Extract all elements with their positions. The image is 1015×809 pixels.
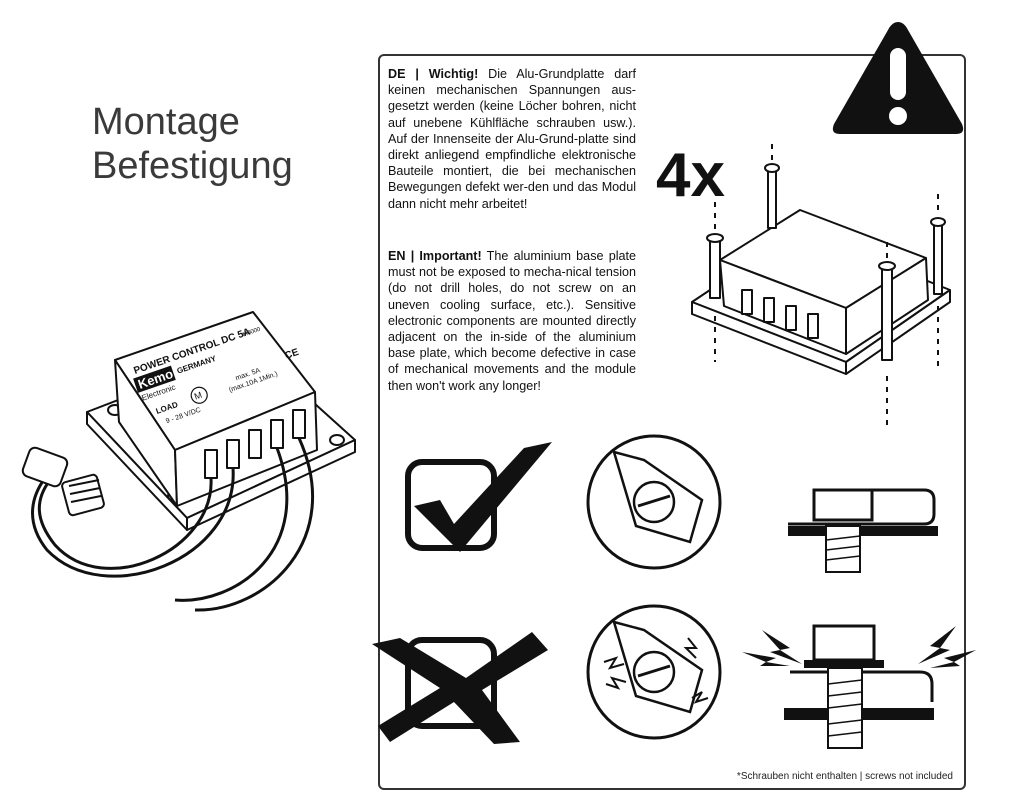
de-body: Die Alu-Grundplatte darf keinen mechanis… — [388, 67, 636, 211]
ce-mark: CE — [284, 347, 301, 362]
side-section-ok-illustration — [788, 488, 938, 573]
product-illustration: POWER CONTROL DC 5A Kemo GERMANY Electro… — [21, 311, 356, 612]
correct-check-icon — [405, 442, 552, 552]
title-line-2: Befestigung — [92, 145, 293, 187]
side-section-stress-illustration — [742, 624, 976, 749]
title-line-1: Montage — [92, 101, 240, 143]
en-prefix: EN | Important! — [388, 249, 482, 263]
screw-head-ok-illustration — [586, 434, 722, 570]
page-title: Montage Befestigung — [92, 100, 293, 188]
motor-symbol: M — [193, 390, 203, 402]
wrong-cross-icon — [372, 632, 548, 744]
warning-triangle-icon — [832, 22, 964, 134]
screw-count: 4x — [656, 141, 725, 210]
de-prefix: DE | Wichtig! — [388, 67, 479, 81]
warning-panel — [378, 54, 966, 790]
warning-text-de: DE | Wichtig! Die Alu-Grundplatte darf k… — [388, 66, 636, 212]
screw-mounting-diagram: 4x — [656, 141, 951, 428]
screw-head-stress-illustration — [586, 604, 722, 740]
warning-text-en: EN | Important! The aluminium base plate… — [388, 248, 636, 394]
footnote: *Schrauben nicht enthalten | screws not … — [736, 771, 953, 782]
en-body: The aluminium base plate must not be exp… — [388, 249, 637, 393]
product-code: M0000 — [242, 326, 262, 338]
